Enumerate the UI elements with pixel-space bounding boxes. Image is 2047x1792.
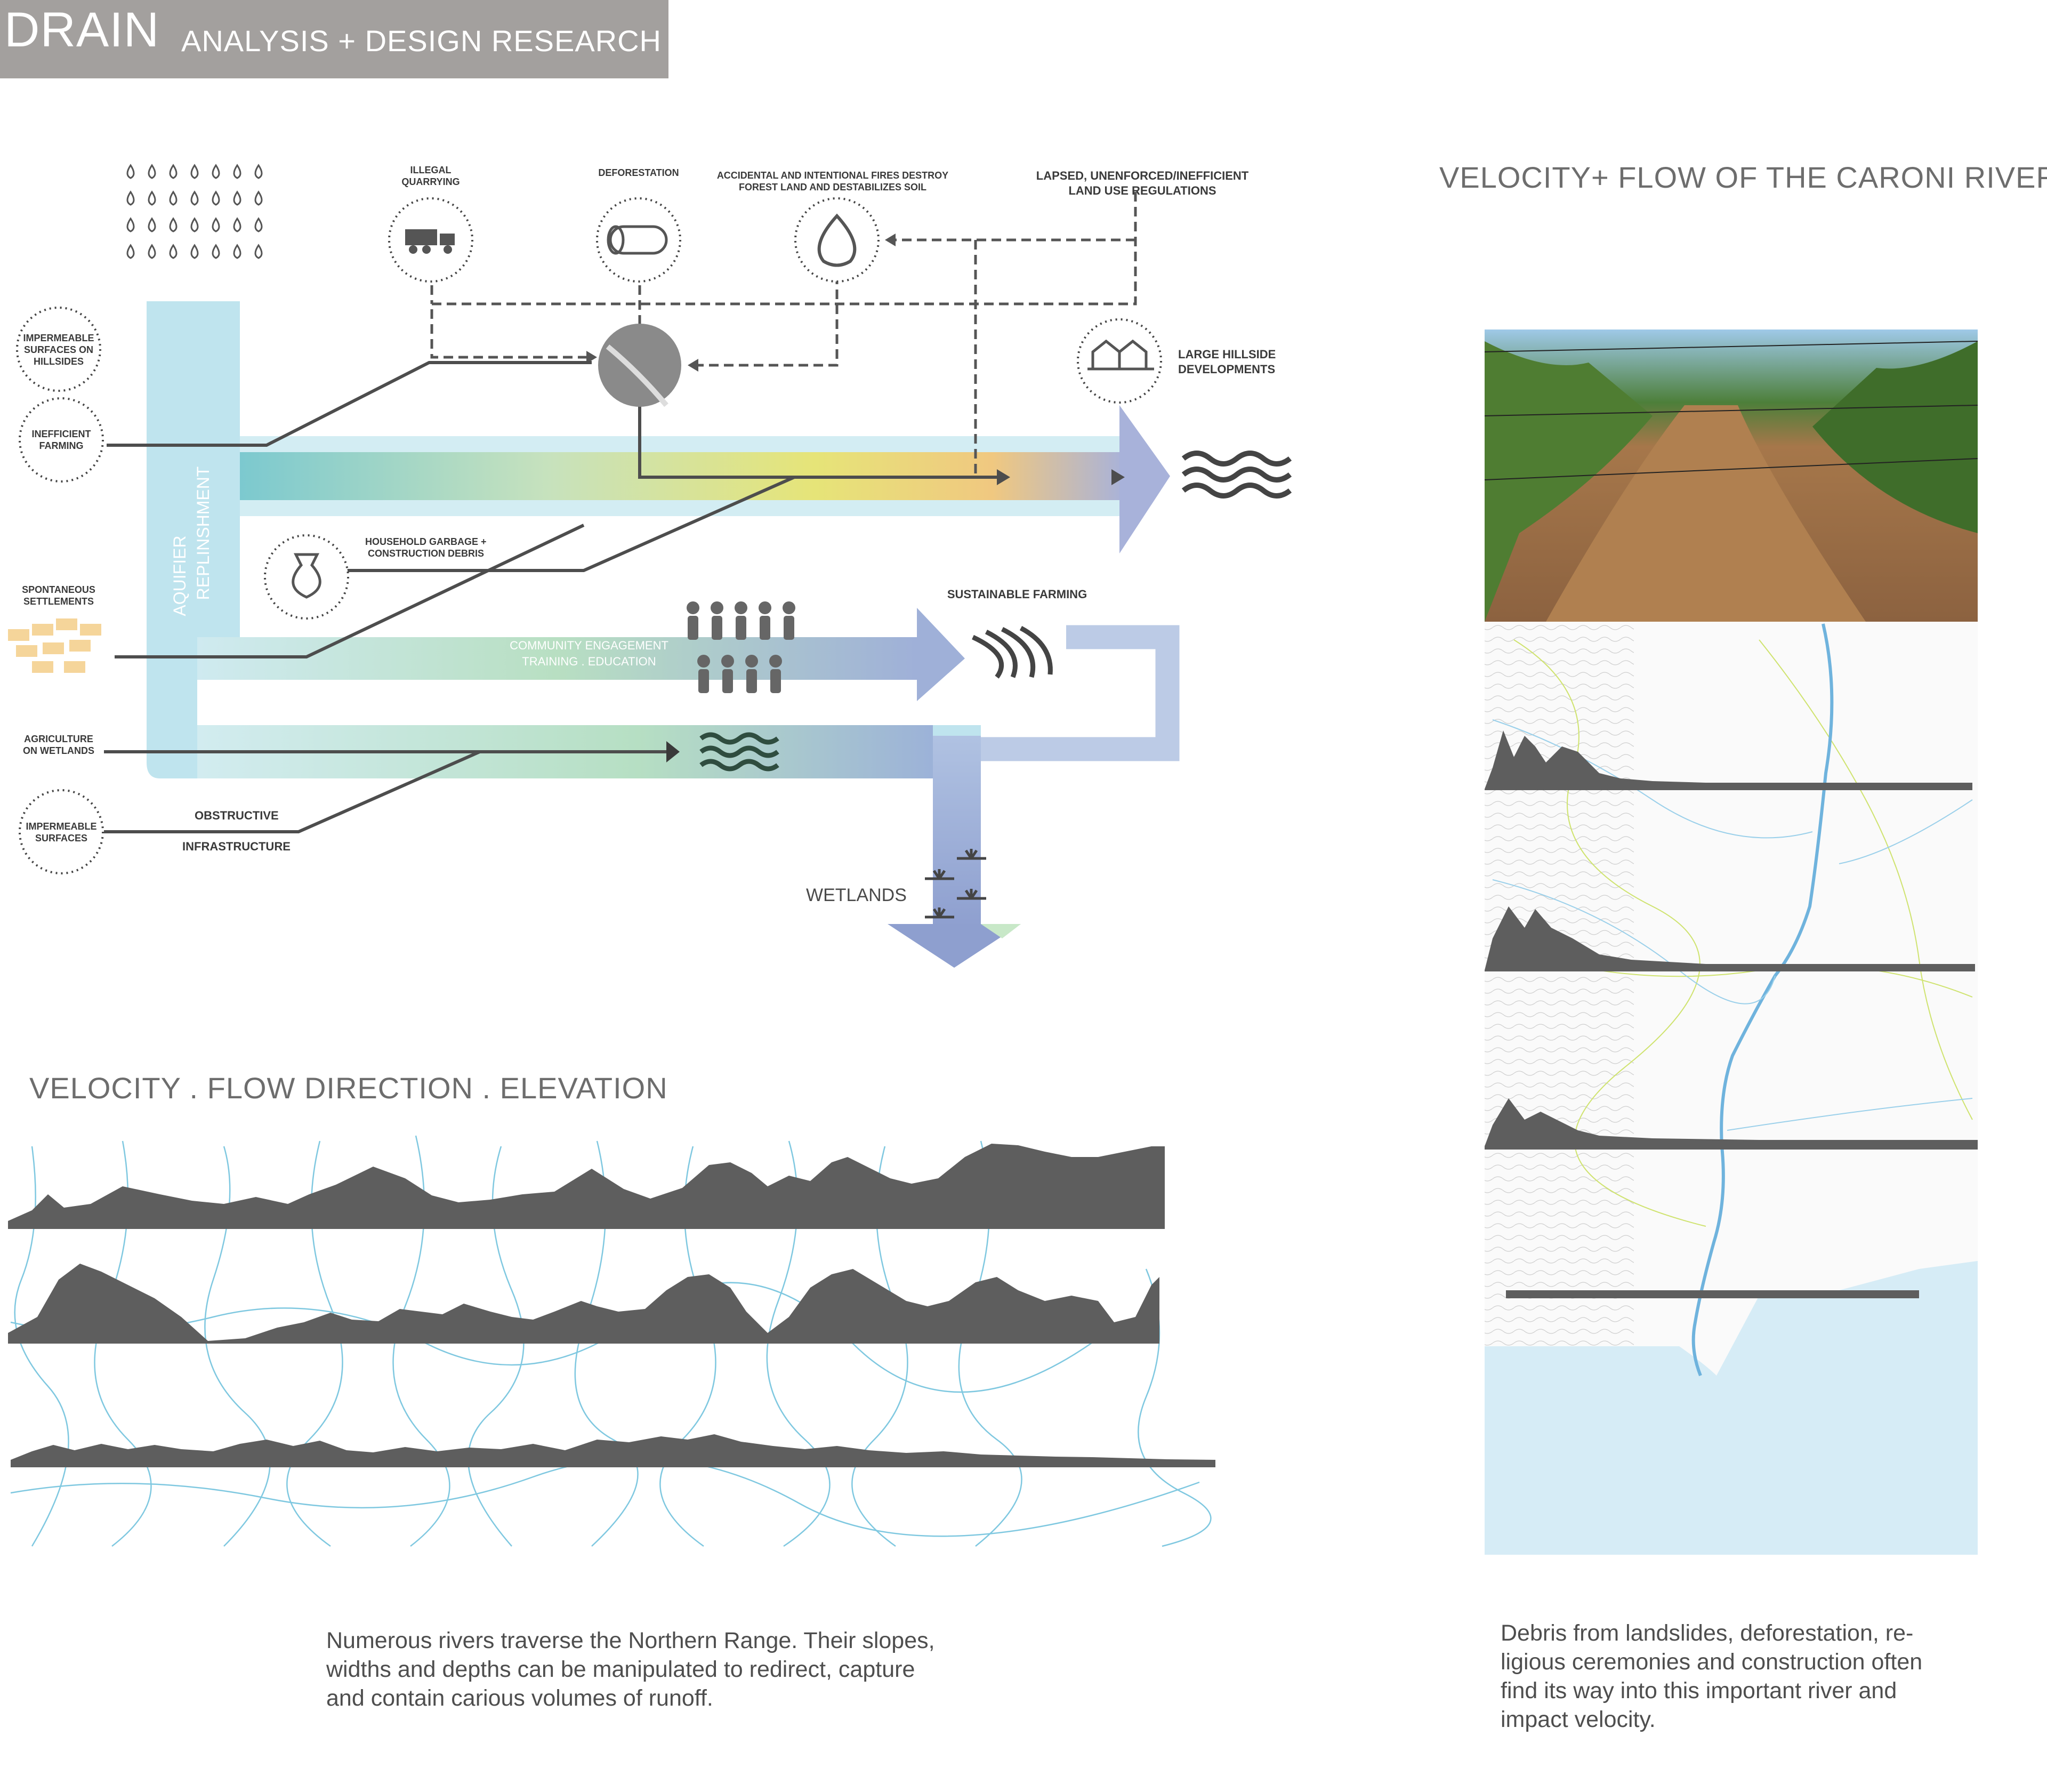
velocity-title: VELOCITY . FLOW DIRECTION . ELEVATION (29, 1071, 668, 1105)
label-inefficient-2: FARMING (39, 440, 84, 451)
aquifer-channel (147, 301, 981, 778)
label-spontaneous-2: SETTLEMENTS (23, 596, 94, 607)
caroni-map (1484, 330, 1978, 1555)
right-caption-line-1: Debris from landslides, deforestation, r… (1501, 1620, 1914, 1646)
marsh-grass-icon (925, 849, 986, 919)
label-community-1: COMMUNITY ENGAGEMENT (510, 639, 668, 652)
elevation-profile-2 (8, 1264, 1159, 1344)
people-icon (687, 601, 795, 693)
wetlands-green (981, 924, 1021, 938)
source-lines (104, 361, 1002, 833)
label-aquifer-1: AQUIFIER (170, 535, 189, 616)
wetland-waves-icon (699, 732, 779, 772)
impermeable-surfaces-circle (19, 789, 104, 874)
left-caption-line-3: and contain carious volumes of runoff. (326, 1685, 713, 1711)
right-caption-line-2: ligious ceremonies and construction ofte… (1501, 1649, 1923, 1675)
label-imp-hill-3: HILLSIDES (34, 356, 84, 367)
label-imp-surf-1: IMPERMEABLE (26, 821, 96, 832)
garbage-circle (264, 534, 349, 620)
impermeable-hillsides-circle (16, 307, 101, 392)
sea-area (1485, 1261, 1978, 1555)
fire-circle (794, 197, 880, 283)
label-hillside-1: LARGE HILLSIDE (1178, 348, 1276, 361)
right-caption: Debris from landslides, deforestation, r… (1501, 1619, 2034, 1734)
label-hillside-2: DEVELOPMENTS (1178, 363, 1275, 376)
label-aquifer-2: REPLINSHMENT (194, 467, 213, 600)
elevation-profile-3 (11, 1434, 1215, 1467)
label-infrastructure: INFRASTRUCTURE (182, 840, 291, 853)
header-banner: DRAIN ANALYSIS + DESIGN RESEARCH (0, 0, 668, 78)
label-imp-hill-2: SURFACES ON (24, 344, 93, 355)
label-inefficient-1: INEFFICIENT (32, 429, 91, 439)
caroni-profiles (1485, 730, 1978, 1298)
dump-truck-icon (405, 229, 455, 254)
label-garbage-1: HOUSEHOLD GARBAGE + (365, 536, 487, 547)
label-obstructive: OBSTRUCTIVE (195, 809, 279, 822)
community-arrowhead (917, 608, 965, 701)
elevation-profile-1 (8, 1144, 1165, 1229)
label-quarrying-2: QUARRYING (401, 176, 460, 187)
waves-icon (1181, 451, 1292, 499)
main-flow-arrowhead (1119, 405, 1170, 553)
regulation-lines (430, 192, 1137, 477)
label-imp-surf-2: SURFACES (35, 833, 87, 843)
left-caption-line-1: Numerous rivers traverse the Northern Ra… (326, 1628, 935, 1653)
left-caption: Numerous rivers traverse the Northern Ra… (326, 1626, 1126, 1713)
right-caption-line-3: find its way into this important river a… (1501, 1678, 1897, 1703)
label-community-2: TRAINING . EDUCATION (522, 655, 656, 668)
header-title: DRAIN (4, 3, 160, 57)
label-spontaneous-1: SPONTANEOUS (22, 584, 95, 595)
landslide-icon (598, 324, 681, 407)
right-caption-line-4: impact velocity. (1501, 1707, 1656, 1732)
label-quarrying-1: ILLEGAL (410, 165, 452, 175)
log-icon (607, 225, 668, 255)
inefficient-farming-circle (19, 397, 104, 483)
community-flow (197, 637, 917, 680)
rain-drops-icon (126, 164, 263, 259)
label-agriculture-2: ON WETLANDS (23, 745, 94, 756)
garbage-bag-icon (292, 553, 321, 599)
fire-icon (817, 213, 857, 267)
left-caption-line-2: widths and depths can be manipulated to … (326, 1657, 915, 1682)
label-fires-1: ACCIDENTAL AND INTENTIONAL FIRES DESTROY (717, 170, 948, 181)
return-loop (965, 625, 1180, 761)
wetlands-arrowhead (888, 924, 1021, 968)
deforestation-circle (596, 197, 681, 283)
label-regulations-2: LAND USE REGULATIONS (1068, 184, 1216, 197)
caroni-title: VELOCITY+ FLOW OF THE CARONI RIVER (1439, 160, 2047, 194)
header-subtitle: ANALYSIS + DESIGN RESEARCH (181, 24, 662, 58)
label-wetlands: WETLANDS (806, 885, 907, 905)
elevation-profiles (8, 1144, 1215, 1467)
field-icon (970, 626, 1053, 679)
label-fires-2: FOREST LAND AND DESTABILIZES SOIL (739, 182, 926, 192)
label-imp-hill-1: IMPERMEABLE (23, 333, 94, 343)
label-regulations-1: LAPSED, UNENFORCED/INEFFICIENT (1036, 169, 1249, 182)
label-sustainable: SUSTAINABLE FARMING (947, 588, 1087, 601)
label-agriculture-1: AGRICULTURE (24, 734, 93, 744)
houses-icon (1087, 339, 1154, 371)
label-garbage-2: CONSTRUCTION DEBRIS (368, 548, 484, 559)
settlements-icon (8, 618, 101, 673)
label-deforestation: DEFORESTATION (598, 167, 679, 178)
